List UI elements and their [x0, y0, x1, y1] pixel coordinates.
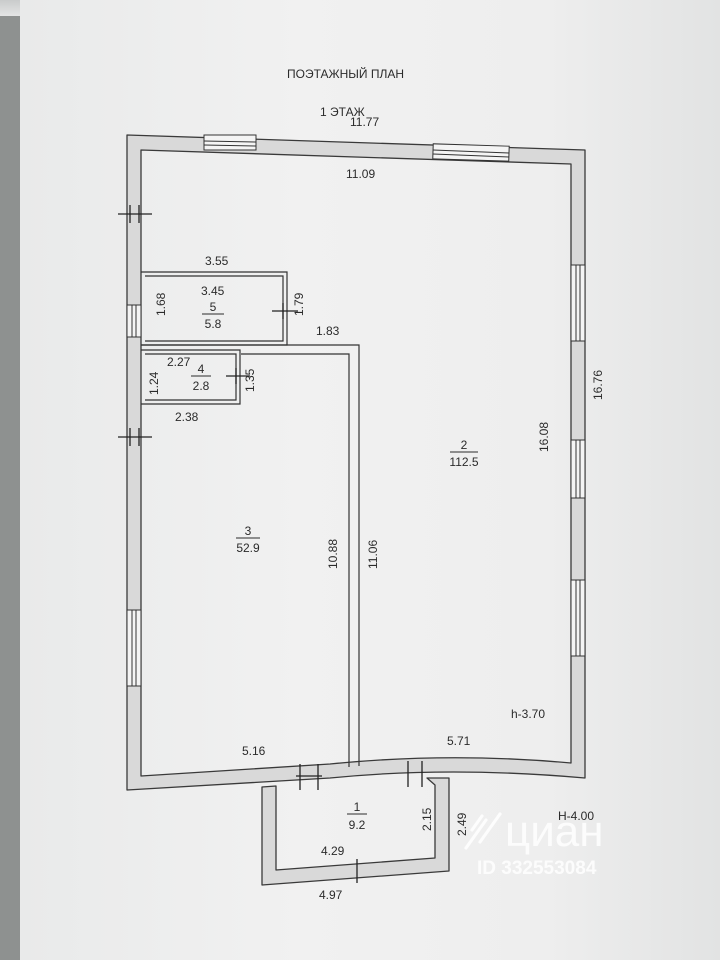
dim-r3-right: 10.88: [326, 539, 340, 569]
window-right-1: [570, 264, 586, 342]
floor-label: 1 ЭТАЖ: [320, 105, 365, 119]
dim-r2-step: 1.83: [316, 324, 340, 338]
room-3-area: 52.9: [236, 541, 260, 555]
room-5-number: 5: [210, 300, 217, 314]
dim-r4-left: 1.24: [147, 371, 161, 395]
watermark-brand: циан: [505, 807, 604, 856]
room-labels: 5 5.8 4 2.8 2 112.5 3 52.9 1 9.2: [191, 300, 479, 832]
dim-r5-right: 1.79: [292, 292, 306, 316]
room-3-number: 3: [245, 524, 252, 538]
dimension-labels: 11.77 11.09 16.76 16.08 3.55 3.45 1.68 1…: [147, 115, 605, 902]
room-2-number: 2: [461, 438, 468, 452]
dim-r1-right-inner: 2.15: [420, 807, 434, 831]
windows: [126, 134, 586, 687]
cian-logo-icon: [464, 812, 502, 850]
room-label-2: 2 112.5: [449, 438, 478, 469]
room-label-5: 5 5.8: [202, 300, 224, 331]
dim-r1-right-outer: 2.49: [455, 812, 469, 836]
room-2-area: 112.5: [449, 455, 478, 469]
plan-title: ПОЭТАЖНЫЙ ПЛАН: [287, 66, 404, 81]
watermark: циан ID 332553084: [464, 807, 604, 879]
room-4-partition: [141, 349, 241, 405]
partitions: [141, 271, 360, 767]
dim-outer-right: 16.76: [591, 370, 605, 400]
watermark-id: ID 332553084: [477, 858, 597, 879]
room-label-1: 1 9.2: [347, 800, 367, 832]
room-1-number: 1: [354, 800, 361, 814]
room-label-4: 4 2.8: [191, 362, 211, 393]
window-left-2: [126, 609, 142, 687]
dim-inner-right: 16.08: [537, 422, 551, 452]
room-1-area: 9.2: [349, 818, 366, 832]
dim-r3-bottom: 5.16: [242, 744, 266, 758]
dim-r4-bottom: 2.38: [175, 410, 199, 424]
dim-r5-top-outer: 3.55: [205, 254, 229, 268]
room-3-partition: [141, 344, 360, 766]
window-top-2: [432, 143, 510, 162]
window-right-3: [570, 579, 586, 657]
walls: [126, 134, 586, 886]
outer-wall: [126, 134, 586, 791]
dim-r2-bottom: 5.71: [447, 734, 471, 748]
height-inner: h-3.70: [511, 707, 545, 721]
dim-outer-top: 11.77: [350, 115, 379, 129]
dim-r1-bottom-outer: 4.97: [319, 888, 343, 902]
dim-r2-left: 11.06: [366, 540, 380, 569]
window-right-2: [570, 439, 586, 499]
room-4-area: 2.8: [193, 379, 210, 393]
dim-r4-right: 1.35: [243, 368, 257, 392]
doors: [118, 205, 423, 883]
dim-r1-bottom-inner: 4.29: [321, 844, 345, 858]
room-4-number: 4: [198, 362, 205, 376]
dim-r5-left: 1.68: [154, 292, 168, 316]
dim-r4-top: 2.27: [167, 355, 191, 369]
room-label-3: 3 52.9: [236, 524, 260, 555]
dim-inner-top: 11.09: [346, 167, 375, 181]
dim-r5-top-inner: 3.45: [201, 284, 225, 298]
room-5-area: 5.8: [205, 317, 222, 331]
window-left-1: [126, 304, 142, 338]
window-top-1: [203, 134, 257, 151]
height-outer: H-4.00: [558, 809, 594, 823]
vestibule-wall: [261, 777, 450, 886]
